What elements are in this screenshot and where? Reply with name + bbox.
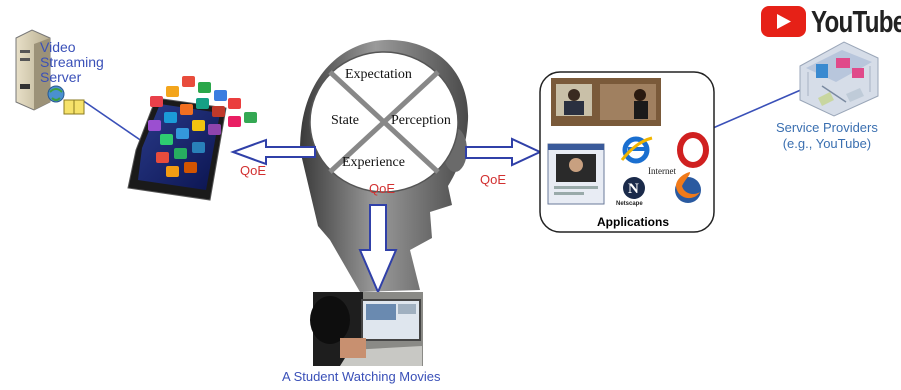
netscape-browser-icon: N <box>623 177 645 199</box>
applications-label: Applications <box>597 215 670 229</box>
internet-label: Internet <box>648 166 676 176</box>
student-label: A Student Watching Movies <box>282 369 441 384</box>
service-providers-line-1: Service Providers <box>776 120 878 135</box>
service-providers-label: Service Providers (e.g., YouTube) <box>776 120 878 152</box>
quadrant-expectation: Expectation <box>345 67 412 82</box>
apps-provider-link <box>712 85 811 129</box>
arrow-to-phone <box>230 138 316 166</box>
quadrant-state: State <box>331 113 359 128</box>
arrow-to-applications <box>465 137 543 167</box>
server-icon <box>15 29 85 115</box>
qoe-label-student: QoE <box>369 181 396 196</box>
quadrant-perception: Perception <box>391 113 451 128</box>
youtube-wordmark: YouTube <box>811 4 901 39</box>
server-label-line-3: Server <box>40 69 82 85</box>
human-head-icon <box>300 39 469 292</box>
provider-network-icon <box>799 41 879 117</box>
qoe-label-applications: QoE <box>480 172 507 187</box>
ie-browser-icon <box>620 136 653 164</box>
netscape-label: Netscape <box>616 201 643 207</box>
server-label-line-2: Streaming <box>40 54 104 70</box>
server-label-line-1: Video <box>40 39 76 55</box>
svg-text:N: N <box>628 181 639 197</box>
student-photo <box>310 292 423 366</box>
firefox-browser-icon <box>675 172 701 203</box>
opera-browser-icon <box>677 132 709 168</box>
qoe-label-phone: QoE <box>240 163 267 178</box>
smartphone-apps-icon <box>127 76 257 201</box>
server-label: Video Streaming Server <box>40 40 104 85</box>
arrow-to-student <box>358 204 398 295</box>
service-providers-line-2: (e.g., YouTube) <box>782 136 872 151</box>
quadrant-experience: Experience <box>342 155 405 170</box>
youtube-logo-icon <box>761 6 806 37</box>
